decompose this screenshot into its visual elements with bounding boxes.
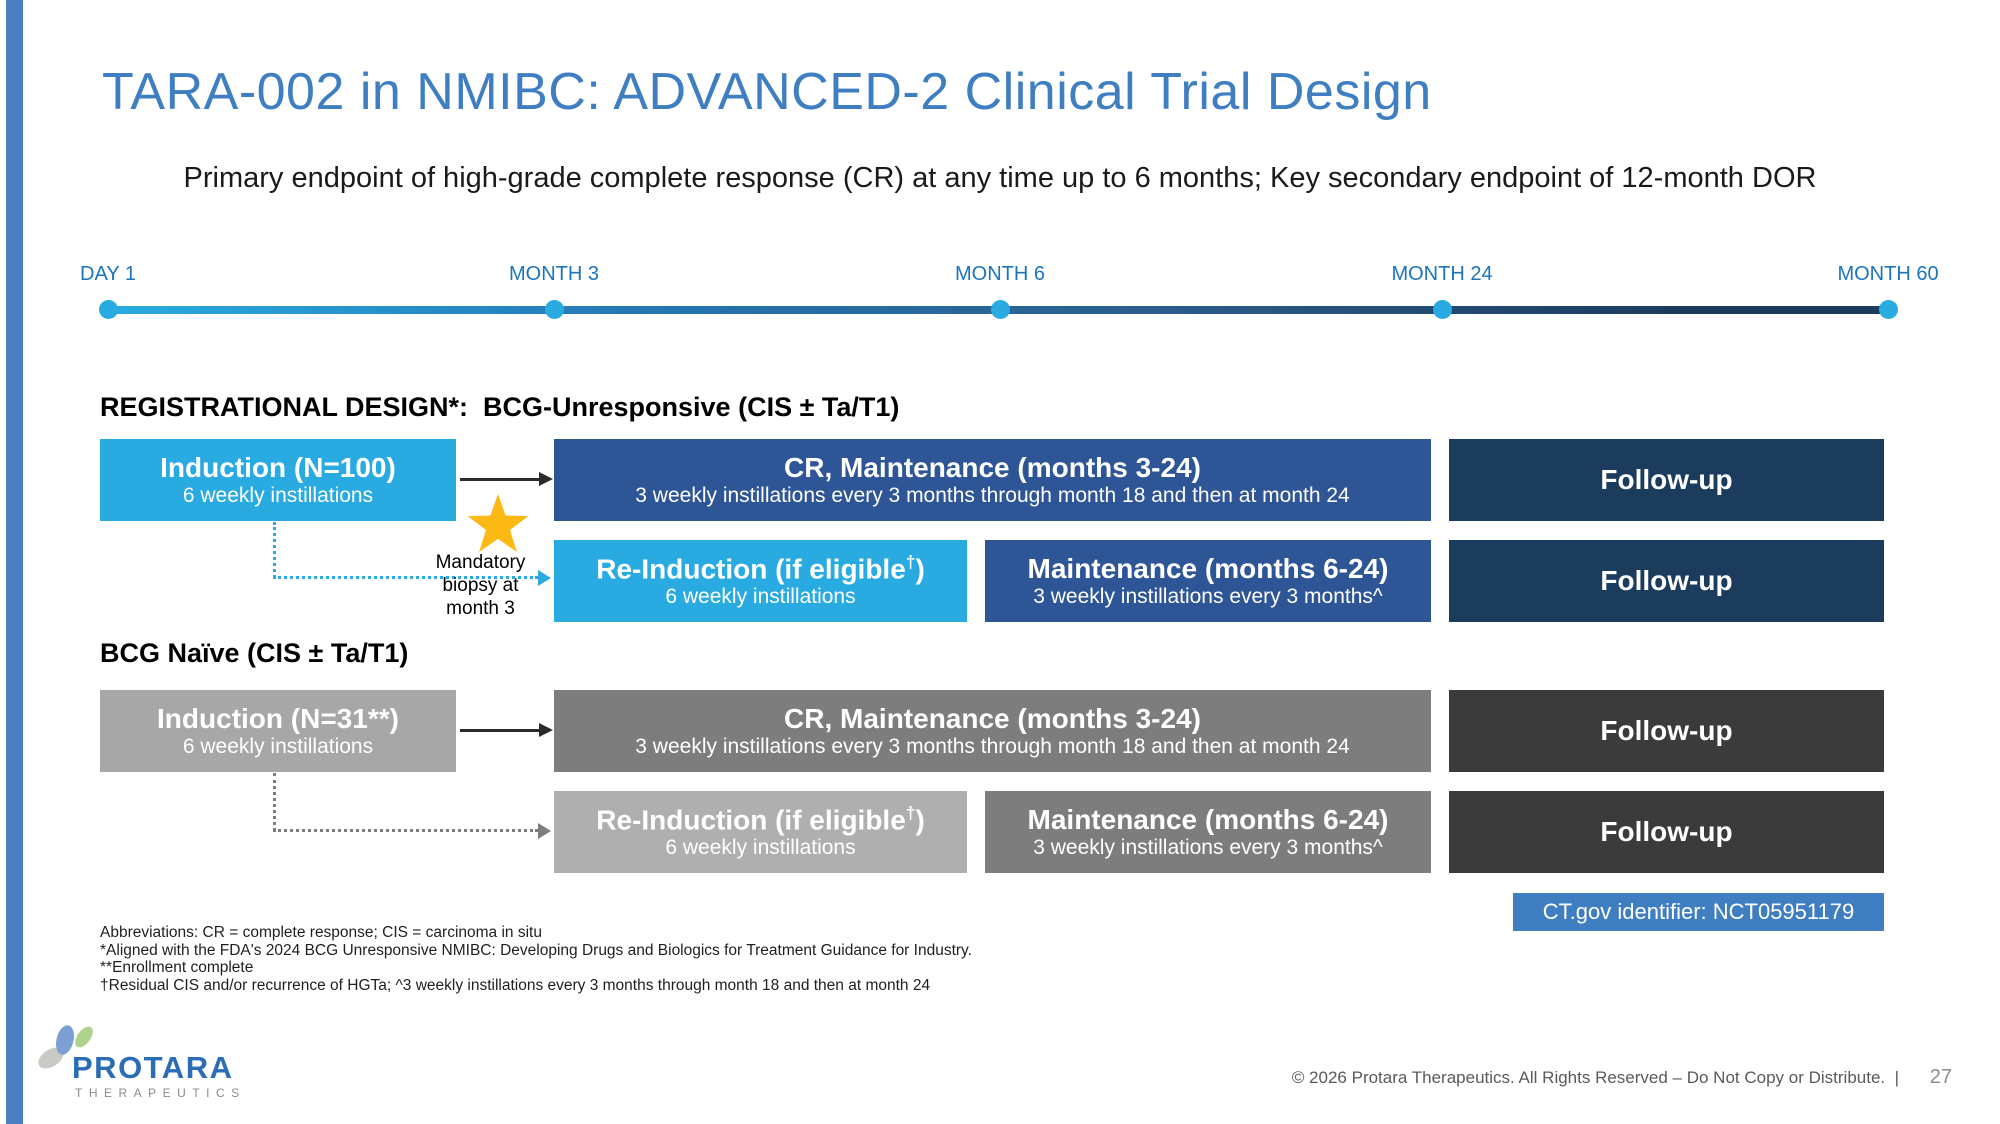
naive-induction-box: Induction (N=31**) 6 weekly instillation… <box>100 690 456 772</box>
timeline-label-day1: DAY 1 <box>80 263 136 285</box>
reg-induction-sub: 6 weekly instillations <box>182 484 374 508</box>
footnote-line: **Enrollment complete <box>100 959 254 976</box>
section-header-registrational: REGISTRATIONAL DESIGN*: BCG-Unresponsive… <box>100 392 900 422</box>
naive-followup-label-2: Follow-up <box>1600 816 1733 848</box>
reg-reinduction-box: Re-Induction (if eligible†) 6 weekly ins… <box>554 540 967 622</box>
naive-maintenance-box: Maintenance (months 6-24) 3 weekly insti… <box>985 791 1431 873</box>
arrow-right-icon <box>460 723 553 737</box>
reg-maintenance-sub: 3 weekly instillations every 3 months^ <box>1033 585 1383 609</box>
protara-logo-brand: PROTARA <box>72 1050 234 1085</box>
reg-induction-title: Induction (N=100) <box>160 452 396 484</box>
naive-induction-title: Induction (N=31**) <box>157 703 399 735</box>
slide-title: TARA-002 in NMIBC: ADVANCED-2 Clinical T… <box>102 63 1432 121</box>
naive-reinduction-sub: 6 weekly instillations <box>665 836 856 860</box>
reg-induction-box: Induction (N=100) 6 weekly instillations <box>100 439 456 521</box>
naive-maintenance-title: Maintenance (months 6-24) <box>1027 804 1389 836</box>
timeline-dot <box>1879 300 1898 319</box>
footnote-line: Abbreviations: CR = complete response; C… <box>100 924 542 941</box>
reg-followup-label-1: Follow-up <box>1600 464 1733 496</box>
arrow-right-icon <box>460 472 553 486</box>
naive-cr-maintenance-sub: 3 weekly instillations every 3 months th… <box>635 735 1350 759</box>
timeline-dot <box>545 300 564 319</box>
timeline-dot <box>991 300 1010 319</box>
star-icon <box>467 494 529 553</box>
naive-reinduction-title: Re-Induction (if eligible†) <box>596 802 925 836</box>
reg-followup-box-2: Follow-up <box>1449 540 1884 622</box>
naive-maintenance-sub: 3 weekly instillations every 3 months^ <box>1033 836 1383 860</box>
naive-induction-sub: 6 weekly instillations <box>182 735 374 759</box>
naive-followup-box-1: Follow-up <box>1449 690 1884 772</box>
logo-leaves-icon <box>38 1025 93 1069</box>
dotted-arrowhead-blue-icon <box>538 570 551 586</box>
dotted-connector-horizontal-blue <box>273 576 538 579</box>
mandatory-biopsy-note: Mandatory biopsy at month 3 <box>435 552 526 620</box>
reg-reinduction-title: Re-Induction (if eligible†) <box>596 551 925 585</box>
reg-cr-maintenance-sub: 3 weekly instillations every 3 months th… <box>635 484 1350 508</box>
naive-followup-label-1: Follow-up <box>1600 715 1733 747</box>
slide-subtitle: Primary endpoint of high-grade complete … <box>183 162 1817 194</box>
reg-maintenance-title: Maintenance (months 6-24) <box>1027 553 1389 585</box>
copyright-text: © 2026 Protara Therapeutics. All Rights … <box>1291 1068 1899 1087</box>
naive-cr-maintenance-box: CR, Maintenance (months 3-24) 3 weekly i… <box>554 690 1431 772</box>
footnotes: Abbreviations: CR = complete response; C… <box>100 924 972 994</box>
ctgov-badge: CT.gov identifier: NCT05951179 <box>1513 893 1884 931</box>
reg-cr-maintenance-title: CR, Maintenance (months 3-24) <box>784 452 1201 484</box>
reg-followup-box-1: Follow-up <box>1449 439 1884 521</box>
page-number: 27 <box>1929 1066 1952 1088</box>
reg-maintenance-box: Maintenance (months 6-24) 3 weekly insti… <box>985 540 1431 622</box>
timeline-dot <box>99 300 118 319</box>
naive-cr-maintenance-title: CR, Maintenance (months 3-24) <box>784 703 1201 735</box>
left-accent-bar <box>6 0 23 1124</box>
timeline-label-month6: MONTH 6 <box>955 263 1045 285</box>
footnote-line: †Residual CIS and/or recurrence of HGTa;… <box>100 976 931 994</box>
timeline-label-month24: MONTH 24 <box>1391 263 1493 285</box>
protara-logo-sub: THERAPEUTICS <box>75 1086 246 1100</box>
reg-reinduction-sub: 6 weekly instillations <box>665 585 856 609</box>
dotted-connector-vertical-blue <box>273 522 276 578</box>
timeline-dot <box>1433 300 1452 319</box>
naive-reinduction-box: Re-Induction (if eligible†) 6 weekly ins… <box>554 791 967 873</box>
timeline-label-month3: MONTH 3 <box>509 263 599 285</box>
reg-cr-maintenance-box: CR, Maintenance (months 3-24) 3 weekly i… <box>554 439 1431 521</box>
dotted-connector-horizontal-gray <box>273 829 538 832</box>
dotted-connector-vertical-gray <box>273 773 276 831</box>
reg-followup-label-2: Follow-up <box>1600 565 1733 597</box>
section-header-bcg-naive: BCG Naïve (CIS ± Ta/T1) <box>100 638 409 668</box>
naive-followup-box-2: Follow-up <box>1449 791 1884 873</box>
dotted-arrowhead-gray-icon <box>538 823 551 839</box>
footnote-line: *Aligned with the FDA's 2024 BCG Unrespo… <box>100 941 972 959</box>
timeline-label-month60: MONTH 60 <box>1837 263 1939 285</box>
